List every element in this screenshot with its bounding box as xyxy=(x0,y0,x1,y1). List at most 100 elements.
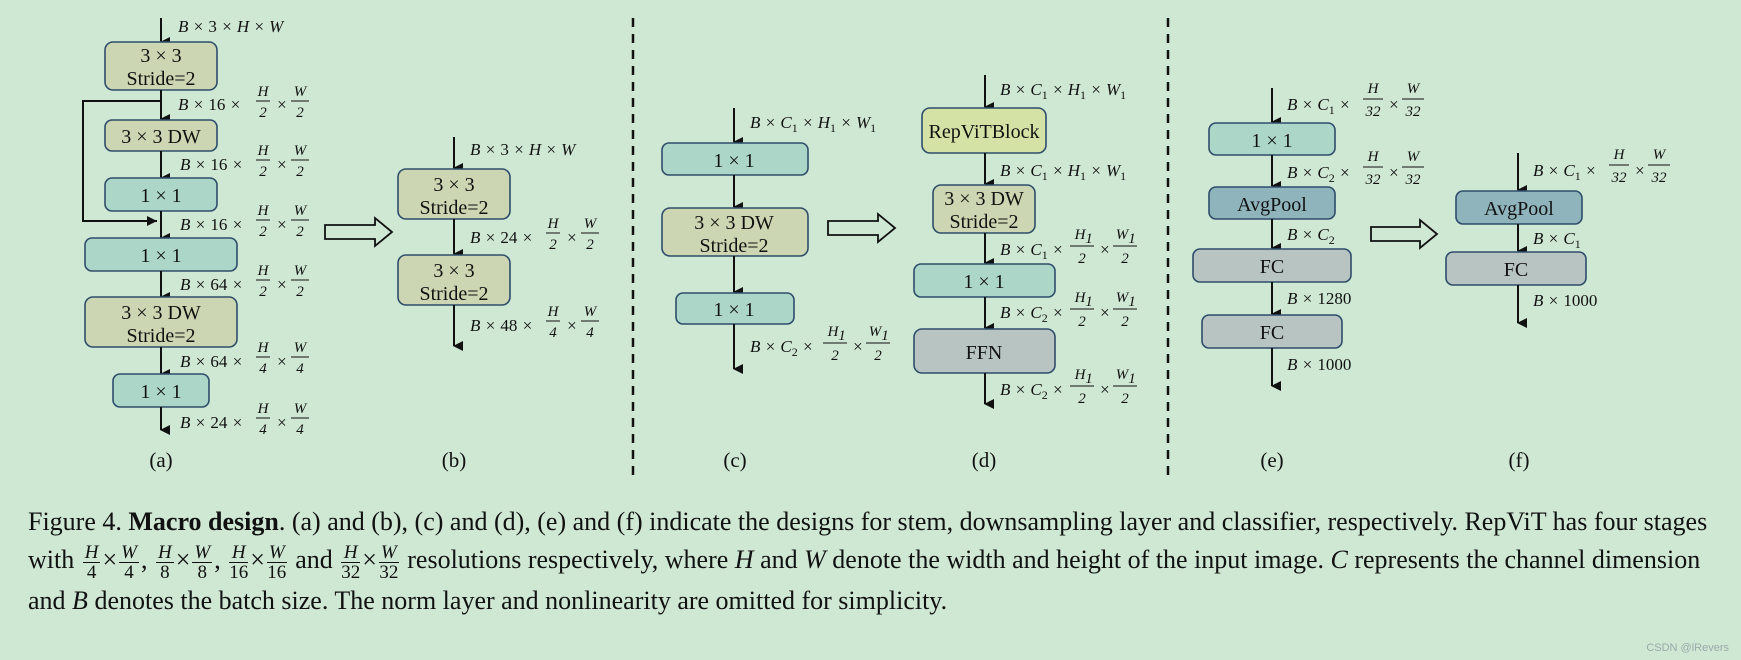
svg-text:H: H xyxy=(257,84,270,100)
svg-text:2: 2 xyxy=(586,237,594,253)
caption-text-1: . (a) and (b), (c) and (d), (e) and (f) … xyxy=(28,507,1708,574)
transform-arrow-ef xyxy=(1370,218,1439,250)
svg-text:B × C2 ×: B × C2 × xyxy=(1000,303,1063,325)
svg-text:2: 2 xyxy=(1121,314,1129,330)
svg-text:H: H xyxy=(1367,81,1380,97)
svg-text:3 × 3: 3 × 3 xyxy=(140,45,181,67)
svg-text:FFN: FFN xyxy=(966,342,1003,364)
svg-text:1: 1 xyxy=(1128,231,1136,247)
svg-text:×: × xyxy=(1388,163,1399,182)
figure-title: Macro design xyxy=(128,507,279,536)
svg-text:1 × 1: 1 × 1 xyxy=(713,150,754,172)
panel-label-a: (a) xyxy=(149,448,172,472)
svg-text:W: W xyxy=(1116,367,1130,383)
svg-text:32: 32 xyxy=(1405,104,1422,120)
svg-text:1 × 1: 1 × 1 xyxy=(713,299,754,321)
svg-text:3 × 3: 3 × 3 xyxy=(433,174,474,196)
svg-text:B × 16 ×: B × 16 × xyxy=(178,95,241,114)
svg-text:×: × xyxy=(276,275,287,294)
svg-text:2: 2 xyxy=(549,237,557,253)
svg-text:×: × xyxy=(1099,380,1110,399)
svg-text:B × 64 ×: B × 64 × xyxy=(180,275,243,294)
svg-text:W: W xyxy=(1116,290,1130,306)
svg-text:2: 2 xyxy=(296,164,304,180)
svg-text:FC: FC xyxy=(1260,322,1284,344)
svg-text:AvgPool: AvgPool xyxy=(1484,198,1554,220)
svg-text:4: 4 xyxy=(296,422,304,438)
transform-arrow-cd xyxy=(827,212,897,244)
panel-a: B × 3 × H × W 3 × 3 Stride=2 B × 16 × H 2… xyxy=(82,17,309,472)
svg-text:B × 24 ×: B × 24 × xyxy=(470,228,533,247)
panel-label-b: (b) xyxy=(442,448,467,472)
svg-text:×: × xyxy=(1099,240,1110,259)
svg-text:RepViTBlock: RepViTBlock xyxy=(928,121,1039,143)
svg-text:H: H xyxy=(1074,290,1087,306)
svg-text:2: 2 xyxy=(296,284,304,300)
svg-text:2: 2 xyxy=(1078,391,1086,407)
svg-text:B × 48 ×: B × 48 × xyxy=(470,316,533,335)
svg-text:2: 2 xyxy=(259,224,267,240)
svg-text:1: 1 xyxy=(1128,371,1136,387)
svg-text:H: H xyxy=(1367,149,1380,165)
svg-text:32: 32 xyxy=(1611,170,1628,186)
svg-text:4: 4 xyxy=(586,325,594,341)
panel-label-c: (c) xyxy=(723,448,746,472)
svg-text:1: 1 xyxy=(1085,371,1093,387)
svg-text:W: W xyxy=(294,84,308,100)
svg-text:1 × 1: 1 × 1 xyxy=(140,245,181,267)
svg-text:B × 64 ×: B × 64 × xyxy=(180,352,243,371)
svg-text:×: × xyxy=(276,215,287,234)
svg-text:B × C1 ×: B × C1 × xyxy=(1287,95,1350,117)
svg-text:32: 32 xyxy=(1365,104,1382,120)
svg-text:2: 2 xyxy=(259,164,267,180)
svg-text:2: 2 xyxy=(1078,251,1086,267)
svg-text:H: H xyxy=(1074,227,1087,243)
svg-text:W: W xyxy=(584,304,598,320)
svg-text:B × 16 ×: B × 16 × xyxy=(180,155,243,174)
panel-label-e: (e) xyxy=(1260,448,1283,472)
svg-text:B × C1 × H1 × W1: B × C1 × H1 × W1 xyxy=(1000,80,1126,102)
svg-text:1 × 1: 1 × 1 xyxy=(1251,130,1292,152)
svg-text:H: H xyxy=(547,216,560,232)
svg-text:×: × xyxy=(1388,95,1399,114)
svg-text:B × C2 ×: B × C2 × xyxy=(1287,163,1350,185)
svg-text:3 × 3 DW: 3 × 3 DW xyxy=(694,212,774,234)
svg-text:W: W xyxy=(1653,147,1667,163)
svg-text:FC: FC xyxy=(1504,259,1528,281)
svg-text:×: × xyxy=(276,155,287,174)
svg-text:B × 3 × H × W: B × 3 × H × W xyxy=(178,17,285,36)
panel-label-f: (f) xyxy=(1509,448,1530,472)
svg-text:W: W xyxy=(1407,149,1421,165)
svg-text:Stride=2: Stride=2 xyxy=(126,68,195,90)
svg-text:B × 24 ×: B × 24 × xyxy=(180,413,243,432)
svg-text:W: W xyxy=(294,263,308,279)
svg-text:B × 16 ×: B × 16 × xyxy=(180,215,243,234)
svg-text:4: 4 xyxy=(259,422,267,438)
svg-text:1: 1 xyxy=(1128,294,1136,310)
svg-text:H: H xyxy=(257,340,270,356)
svg-text:×: × xyxy=(566,316,577,335)
svg-text:1: 1 xyxy=(1085,294,1093,310)
svg-text:B × C2 ×: B × C2 × xyxy=(1000,380,1063,402)
svg-text:×: × xyxy=(276,95,287,114)
svg-text:Stride=2: Stride=2 xyxy=(419,283,488,305)
svg-text:2: 2 xyxy=(1121,251,1129,267)
svg-text:1: 1 xyxy=(881,328,889,344)
svg-text:32: 32 xyxy=(1365,172,1382,188)
svg-text:1: 1 xyxy=(838,328,846,344)
svg-text:4: 4 xyxy=(549,325,557,341)
svg-text:W: W xyxy=(869,324,883,340)
svg-text:4: 4 xyxy=(296,361,304,377)
panel-f: B × C1 × H32 × W32 AvgPool B × C1 FC B ×… xyxy=(1445,147,1670,472)
svg-text:2: 2 xyxy=(1078,314,1086,330)
svg-text:H: H xyxy=(827,324,840,340)
svg-text:2: 2 xyxy=(296,224,304,240)
svg-text:32: 32 xyxy=(1651,170,1668,186)
svg-text:W: W xyxy=(294,203,308,219)
watermark: CSDN @lRevers xyxy=(1646,642,1729,654)
